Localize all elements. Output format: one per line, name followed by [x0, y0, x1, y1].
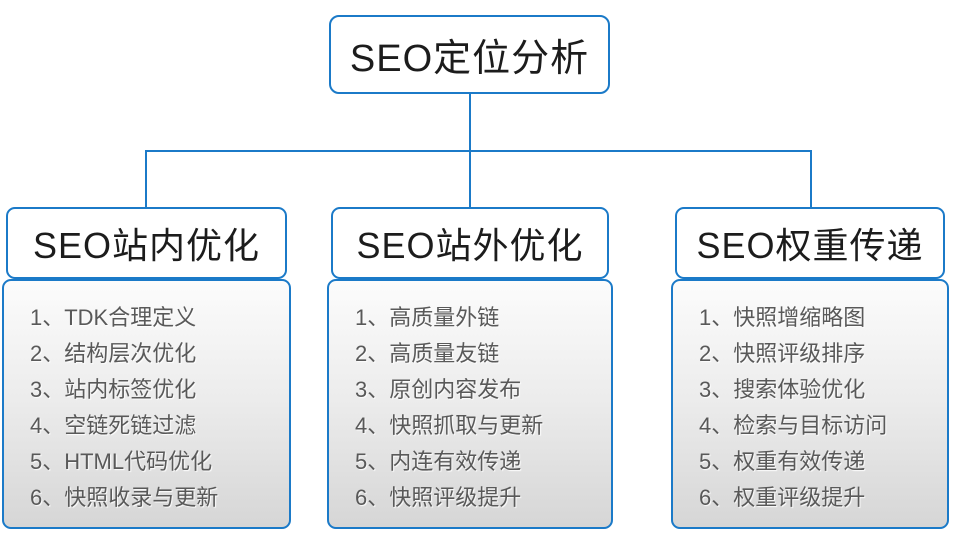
connector-drop-left: [145, 150, 147, 208]
list-item: 4、快照抓取与更新: [355, 413, 544, 438]
list-item: 1、TDK合理定义: [30, 305, 197, 330]
list-item: 1、快照增缩略图: [699, 305, 866, 330]
column-offsite-header: SEO站外优化: [331, 207, 609, 279]
root-node: SEO定位分析: [329, 15, 610, 94]
connector-drop-right: [810, 150, 812, 208]
column-weight-header-label: SEO权重传递: [696, 225, 924, 266]
column-offsite: SEO站外优化 1、高质量外链 2、高质量友链 3、原创内容发布 4、快照抓取与…: [327, 207, 613, 529]
list-item: 3、搜索体验优化: [699, 377, 866, 402]
list-item: 4、空链死链过滤: [30, 413, 197, 438]
column-weight-list: 1、快照增缩略图 2、快照评级排序 3、搜索体验优化 4、检索与目标访问 5、权…: [671, 279, 949, 529]
list-item: 3、站内标签优化: [30, 377, 197, 402]
list-item: 6、快照评级提升: [355, 485, 522, 510]
column-weight: SEO权重传递 1、快照增缩略图 2、快照评级排序 3、搜索体验优化 4、检索与…: [671, 207, 949, 529]
list-item: 6、快照收录与更新: [30, 485, 219, 510]
list-item: 5、权重有效传递: [699, 449, 866, 474]
list-item: 2、结构层次优化: [30, 341, 197, 366]
list-item: 1、高质量外链: [355, 305, 500, 330]
list-item: 2、高质量友链: [355, 341, 500, 366]
column-onsite-header: SEO站内优化: [6, 207, 287, 279]
list-item: 5、内连有效传递: [355, 449, 522, 474]
column-weight-header: SEO权重传递: [675, 207, 945, 279]
list-item: 6、权重评级提升: [699, 485, 866, 510]
connector-root-stem: [469, 94, 471, 151]
connector-rail: [145, 150, 812, 152]
column-offsite-list: 1、高质量外链 2、高质量友链 3、原创内容发布 4、快照抓取与更新 5、内连有…: [327, 279, 613, 529]
list-item: 4、检索与目标访问: [699, 413, 888, 438]
column-onsite-list: 1、TDK合理定义 2、结构层次优化 3、站内标签优化 4、空链死链过滤 5、H…: [2, 279, 291, 529]
list-item: 2、快照评级排序: [699, 341, 866, 366]
list-item: 3、原创内容发布: [355, 377, 522, 402]
column-onsite-header-label: SEO站内优化: [32, 225, 261, 266]
connector-drop-middle: [469, 150, 471, 208]
root-node-label: SEO定位分析: [349, 38, 590, 80]
column-onsite: SEO站内优化 1、TDK合理定义 2、结构层次优化 3、站内标签优化 4、空链…: [2, 207, 291, 529]
list-item: 5、HTML代码优化: [30, 449, 213, 474]
column-offsite-header-label: SEO站外优化: [356, 225, 584, 266]
